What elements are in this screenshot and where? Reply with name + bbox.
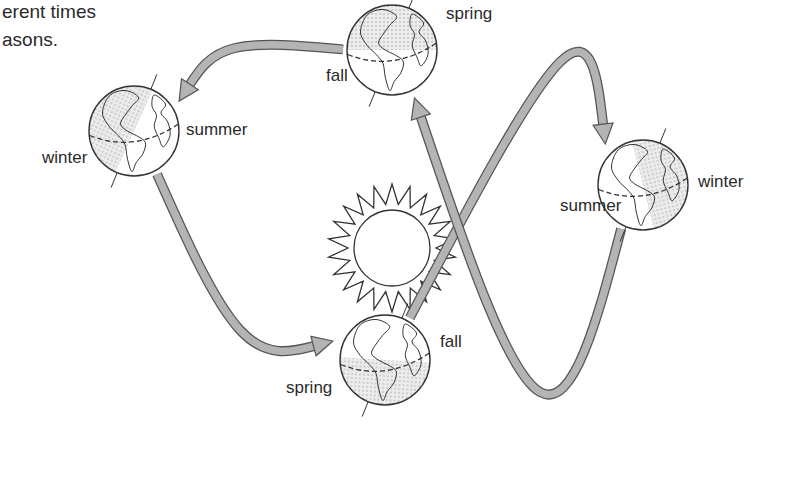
globe-outline — [89, 86, 179, 176]
night-side — [347, 5, 437, 50]
earth-globe: fallspring — [340, 315, 430, 405]
season-label: fall — [440, 332, 462, 351]
continent-outline — [103, 90, 146, 171]
season-label-box: winter — [698, 172, 743, 192]
globe-outline — [598, 140, 688, 230]
earth-globe: wintersummer — [598, 140, 688, 230]
sun — [329, 184, 456, 312]
axis — [409, 0, 415, 8]
globe-outline — [347, 5, 437, 95]
season-label: fall — [326, 66, 348, 85]
orbit-arrow — [420, 115, 621, 394]
season-label: winter — [698, 172, 743, 191]
axis — [369, 92, 375, 107]
orbit-arrow — [157, 174, 315, 351]
globe-drawing — [340, 315, 430, 405]
season-label: winter — [42, 148, 87, 167]
page-text-fragment: erent times — [2, 0, 96, 24]
continent-outline — [152, 95, 170, 147]
season-label: summer — [186, 120, 247, 139]
season-label: summer — [560, 196, 621, 215]
continent-outline — [354, 319, 397, 400]
globe-drawing — [598, 140, 688, 230]
continent-outline — [403, 324, 421, 376]
earth-globe: summerwinter — [89, 86, 179, 176]
season-label: spring — [286, 378, 332, 397]
axis — [111, 173, 117, 188]
arrow-outline — [420, 115, 621, 394]
season-label-box: summer — [560, 196, 621, 216]
sun-disc — [354, 210, 430, 286]
season-label-box: spring — [446, 4, 492, 24]
page-text: erent times — [2, 1, 96, 22]
axis — [402, 303, 408, 318]
equator — [599, 178, 687, 196]
season-label-box: winter — [42, 148, 87, 168]
globe-outline — [340, 315, 430, 405]
season-label-box: fall — [440, 332, 462, 352]
continent-outline — [361, 9, 404, 90]
sun-rays — [329, 184, 456, 312]
globe-disc — [347, 5, 437, 95]
page-text-fragment: asons. — [2, 28, 58, 52]
equator — [348, 43, 436, 61]
equator — [341, 353, 429, 371]
globe-drawing — [347, 5, 437, 95]
axis — [620, 227, 626, 242]
continent-outline — [661, 149, 679, 201]
season-label-box: summer — [186, 120, 247, 140]
axis — [151, 74, 157, 89]
arrow-outline — [157, 174, 315, 351]
earth-globe: springfall — [347, 5, 437, 95]
season-label: spring — [446, 4, 492, 23]
globe-drawing — [89, 86, 179, 176]
orbit-arrow — [189, 45, 343, 86]
continent-outline — [410, 14, 428, 66]
page-text: asons. — [2, 29, 58, 50]
season-label-box: spring — [286, 378, 332, 398]
season-label-box: fall — [326, 66, 348, 86]
arrow-body — [189, 45, 343, 86]
arrow-body — [420, 115, 621, 394]
arrow-body — [157, 174, 315, 351]
axis — [362, 402, 368, 417]
arrow-outline — [189, 45, 343, 86]
axis — [660, 128, 666, 143]
equator — [90, 124, 178, 142]
